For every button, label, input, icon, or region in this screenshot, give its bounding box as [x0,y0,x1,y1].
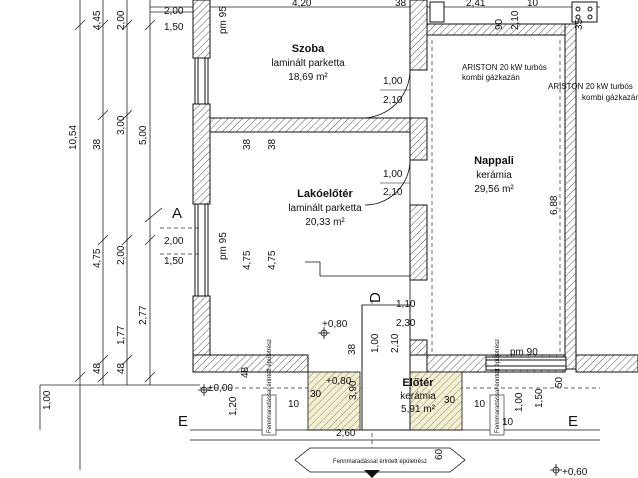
level-4: +0,60 [562,467,588,478]
room-floor-szoba: laminált parketta [271,58,345,69]
section-mark-e-left: E [178,413,188,430]
room-floor-eloter: kerámia [400,391,436,402]
boiler-label-1b: kombi gázkazán [462,73,520,82]
boiler-label-2b: kombi gázkazán [582,93,638,102]
dim-230: 2,30 [396,318,416,329]
boiler-label-1a: ARISTON 20 kW turbós [462,63,547,72]
door-swings [305,69,411,277]
dim-38v: 38 [347,343,358,355]
room-area-eloter: 5,91 m² [401,404,436,415]
dim-445: 4,45 [92,10,103,30]
dim-100b: 1,00 [514,392,525,412]
dim-150mid: 1,50 [164,256,184,267]
dim-48b: 48 [116,362,127,374]
dim-38top: 38 [395,0,407,9]
level-2: ±0,00 [208,383,233,394]
dim-1054: 10,54 [68,125,79,150]
dim-260: 2,60 [336,428,356,439]
dim-420: 4,20 [292,0,312,9]
entrance-arrow-icon [364,470,380,478]
dim-10c: 10 [474,399,486,410]
dim-90: 90 [494,18,505,30]
room-area-lakoeloter: 20,33 m² [305,217,345,228]
dim-10: 10 [527,0,539,9]
dim-200b: 2,00 [116,245,127,265]
pm-label-mid: pm 95 [218,232,229,260]
dim-390: 3,90 [348,380,359,400]
section-mark-a: A [172,205,182,222]
dim-210door2: 2,10 [383,187,403,198]
dim-150b: 1,50 [534,388,545,408]
room-area-nappali: 29,56 m² [474,184,514,195]
dim-241: 2,41 [466,0,486,9]
dim-200a: 2,00 [116,10,127,30]
dim-60: 60 [434,448,445,460]
vertical-tag-right: Fennmaradással érintett épületrész [495,339,501,433]
dimension-texts: 4,45 2,00 2,00 1,50 4,20 38 2,41 90 2,10… [42,0,585,460]
dimension-lines [39,0,600,470]
dim-210door1: 2,10 [383,95,403,106]
dim-210v: 2,10 [390,333,401,353]
room-floor-lakoeloter: laminált parketta [288,203,362,214]
level-3: +0,80 [326,376,352,387]
dim-475m1: 4,75 [242,250,253,270]
walls [192,0,638,373]
dim-50: 50 [554,376,565,388]
section-mark-e-right: E [568,413,578,430]
dim-120: 1,20 [228,396,239,416]
dim-177: 1,77 [116,325,127,345]
dim-10b: 10 [288,399,300,410]
dim-150a: 1,50 [164,22,184,33]
dim-38m1: 38 [242,138,253,150]
level-1: +0,80 [322,319,348,330]
dim-30b: 30 [444,395,456,406]
dim-10d: 10 [502,417,514,428]
room-area-szoba: 18,69 m² [288,72,328,83]
dim-48a: 48 [92,362,103,374]
dim-110: 1,10 [396,299,416,310]
vertical-tag-left: Fennmaradással érintett épületrész [267,339,273,433]
entrance-area [190,280,600,441]
dim-38m2: 38 [267,138,278,150]
dim-100left: 1,00 [42,390,53,410]
dim-210top: 2,10 [510,10,521,30]
preserved-part-banner: Fennmaradással érintett épületrész [294,447,466,478]
room-name-lakoeloter: Lakóelőtér [297,188,353,200]
room-name-nappali: Nappali [474,155,514,167]
level-markers [198,327,562,476]
dim-38left: 38 [92,138,103,150]
dim-100door2: 1,00 [383,169,403,180]
dim-277: 2,77 [138,305,149,325]
dim-200-top: 2,00 [164,6,184,17]
room-name-eloter: Előtér [402,377,434,389]
vertical-tags: Fennmaradással érintett épületrész Fennm… [261,339,505,436]
dim-48c: 48 [240,366,251,378]
boiler-label-2a: ARISTON 20 kW turbós [548,82,633,91]
section-mark-d: D [367,292,384,303]
room-name-szoba: Szoba [292,43,325,55]
dim-475m2: 4,75 [267,250,278,270]
dim-30a: 30 [310,389,322,400]
dim-500: 5,00 [138,125,149,145]
banner-text: Fennmaradással érintett épületrész [333,459,427,465]
dim-100door1: 1,00 [383,76,403,87]
room-floor-nappali: kerámia [476,170,512,181]
dim-100v: 1,00 [370,333,381,353]
dim-35: 35 [574,18,585,30]
dim-688: 6,88 [549,195,560,215]
dim-475a: 4,75 [92,248,103,268]
pm-label-top: pm 95 [218,6,229,34]
pm-label-bottom: pm 90 [510,347,538,358]
dim-300: 3,00 [116,115,127,135]
dim-200mid: 2,00 [164,236,184,247]
